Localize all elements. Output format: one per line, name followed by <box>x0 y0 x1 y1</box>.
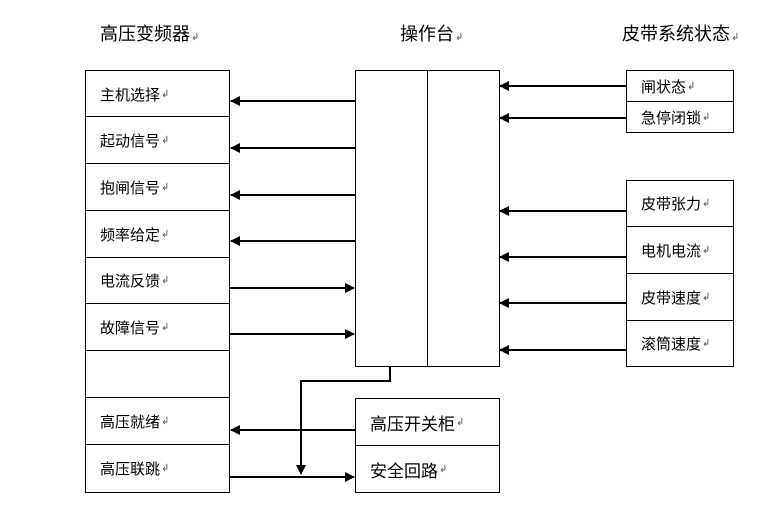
heading-vfd: 高压变频器 <box>100 20 199 46</box>
vfd-item-current-feedback: 电流反馈 <box>100 258 169 303</box>
vfd-item-fault-signal: 故障信号 <box>100 305 169 350</box>
switchgear-cabinet: 高压开关柜 <box>370 399 464 445</box>
status-motor-current: 电机电流 <box>641 227 710 273</box>
switchgear-safety-loop: 安全回路 <box>370 446 447 492</box>
status-gate: 闸状态 <box>641 71 695 101</box>
vfd-item-start-signal: 起动信号 <box>100 118 169 163</box>
heading-console: 操作台 <box>400 20 463 46</box>
vfd-item-frequency-setpoint: 频率给定 <box>100 212 169 257</box>
vfd-item-hv-ready: 高压就绪 <box>100 398 169 444</box>
vfd-item-hv-intertrip: 高压联跳 <box>100 445 169 491</box>
vfd-item-brake-signal: 抱闸信号 <box>100 165 169 210</box>
status-belt-speed: 皮带速度 <box>641 274 710 320</box>
heading-belt-status: 皮带系统状态 <box>622 20 739 46</box>
status-belt-tension: 皮带张力 <box>641 181 710 226</box>
status-drum-speed: 滚筒速度 <box>641 321 710 366</box>
status-emergency-stop: 急停闭锁 <box>641 102 710 132</box>
vfd-item-host-select: 主机选择 <box>100 72 169 116</box>
connector-console-to-safety <box>296 367 391 475</box>
